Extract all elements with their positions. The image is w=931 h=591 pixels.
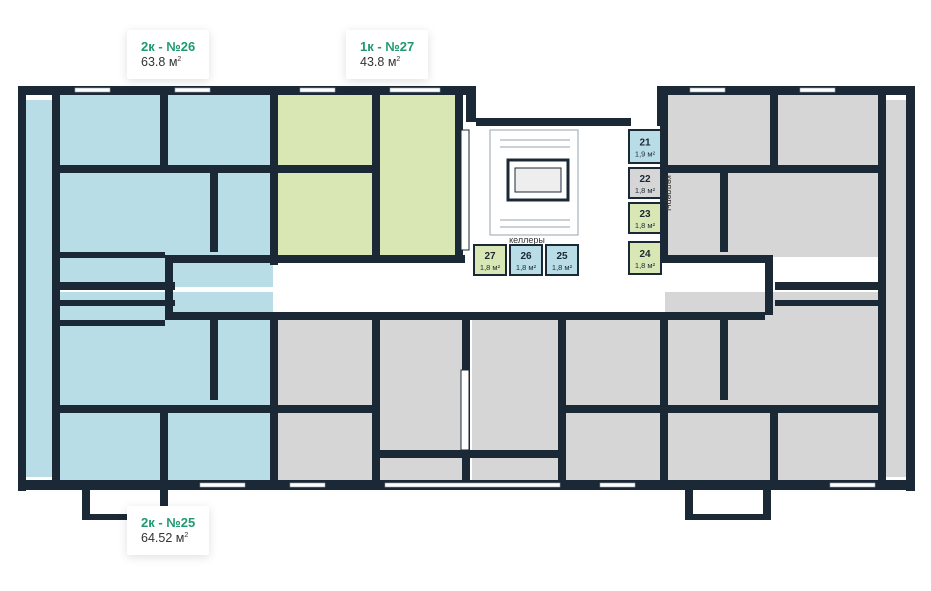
apartment-tag-26[interactable]: 2к - №26 63.8 м2	[127, 30, 210, 79]
apartment-tag-area: 43.8 м2	[360, 55, 401, 70]
storage-number: 22	[639, 174, 651, 185]
storage-cell-24[interactable]: 241,8 м²	[628, 241, 662, 275]
storage-number: 21	[639, 138, 651, 149]
storage-area: 1,8 м²	[635, 186, 656, 195]
kellery-label-vertical: келлеры	[664, 175, 674, 211]
apartment-tag-area: 64.52 м2	[141, 531, 189, 546]
storage-cell-25[interactable]: 251,8 м²	[545, 244, 579, 276]
storage-area: 1,8 м²	[552, 263, 573, 272]
apartment-tag-area: 63.8 м2	[141, 55, 182, 70]
storage-area: 1,9 м²	[635, 150, 656, 159]
storage-number: 27	[484, 251, 496, 262]
storage-number: 23	[639, 209, 651, 220]
storage-area: 1,8 м²	[516, 263, 537, 272]
storage-cell-22[interactable]: 221,8 м²	[628, 167, 662, 199]
shaft	[460, 129, 470, 451]
storage-number: 25	[556, 251, 568, 262]
apartment-27[interactable]	[276, 95, 461, 257]
storage-cell-26[interactable]: 261,8 м²	[509, 244, 543, 276]
apartment-tag-27[interactable]: 1к - №27 43.8 м2	[346, 30, 429, 79]
storage-area: 1,8 м²	[635, 221, 656, 230]
storage-number: 24	[639, 249, 651, 260]
walls	[18, 86, 915, 520]
storage-cell-23[interactable]: 231,8 м²	[628, 202, 662, 234]
storage-number: 26	[520, 251, 532, 262]
storage-cell-27[interactable]: 271,8 м²	[473, 244, 507, 276]
apartment-tag-label: 2к - №26	[141, 39, 196, 54]
windows	[74, 87, 876, 488]
apartment-tag-label: 2к - №25	[141, 515, 196, 530]
left-balcony[interactable]	[22, 100, 52, 477]
storage-area: 1,8 м²	[480, 263, 501, 272]
kellery-label-horizontal: келлеры	[509, 235, 545, 245]
storage-cell-21[interactable]: 211,9 м²	[628, 129, 662, 164]
storage-area: 1,8 м²	[635, 261, 656, 270]
apartment-tag-label: 1к - №27	[360, 39, 415, 54]
stair-core	[489, 129, 579, 236]
apartment-tag-25[interactable]: 2к - №25 64.52 м2	[127, 506, 210, 555]
